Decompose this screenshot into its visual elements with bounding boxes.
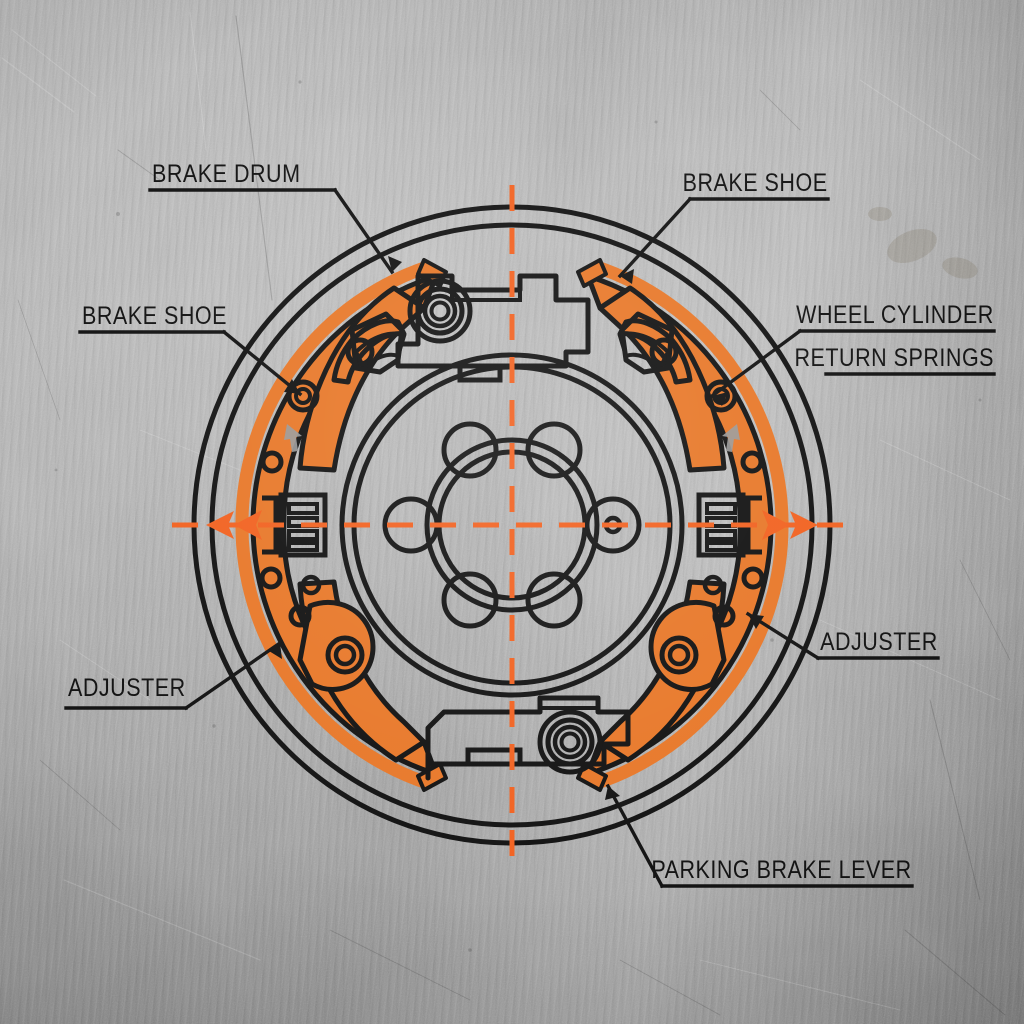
- label-brake-shoe-left: BRAKE SHOE: [82, 302, 227, 330]
- leader-adjuster-right: [745, 611, 940, 661]
- label-brake-drum: BRAKE DRUM: [152, 160, 301, 188]
- leader-lines: [64, 187, 996, 889]
- hub-bolt-holes: [382, 421, 642, 629]
- hub-outer-ring: [339, 352, 685, 698]
- brake-shoe-left: [235, 258, 448, 792]
- wheel-cylinder-top: [395, 273, 591, 383]
- leader-parking-brake-lever: [605, 783, 914, 889]
- label-parking-brake-lever: PARKING BRAKE LEVER: [651, 856, 912, 884]
- label-adjuster-right: ADJUSTER: [820, 628, 938, 656]
- centerlines: [172, 185, 852, 870]
- label-adjuster-left: ADJUSTER: [68, 674, 186, 702]
- expansion-arrow-left: [206, 510, 262, 540]
- anchor-parking-brake-lever: [425, 695, 631, 781]
- brake-shoes: [235, 258, 789, 792]
- hub-center-outer: [424, 437, 600, 613]
- expansion-arrows: [206, 510, 818, 540]
- leader-brake-shoe-left: [78, 329, 303, 397]
- leader-brake-shoe-right: [617, 196, 830, 284]
- brake-shoe-right: [576, 258, 789, 792]
- leader-brake-drum: [148, 187, 402, 275]
- label-return-springs: RETURN SPRINGS: [794, 344, 994, 372]
- label-brake-shoe-right: BRAKE SHOE: [683, 169, 828, 197]
- expansion-arrow-right: [762, 510, 818, 540]
- label-wheel-cylinder: WHEEL CYLINDER: [796, 301, 994, 329]
- leader-wheel-cylinder: [709, 328, 996, 406]
- leader-adjuster-left: [64, 640, 283, 711]
